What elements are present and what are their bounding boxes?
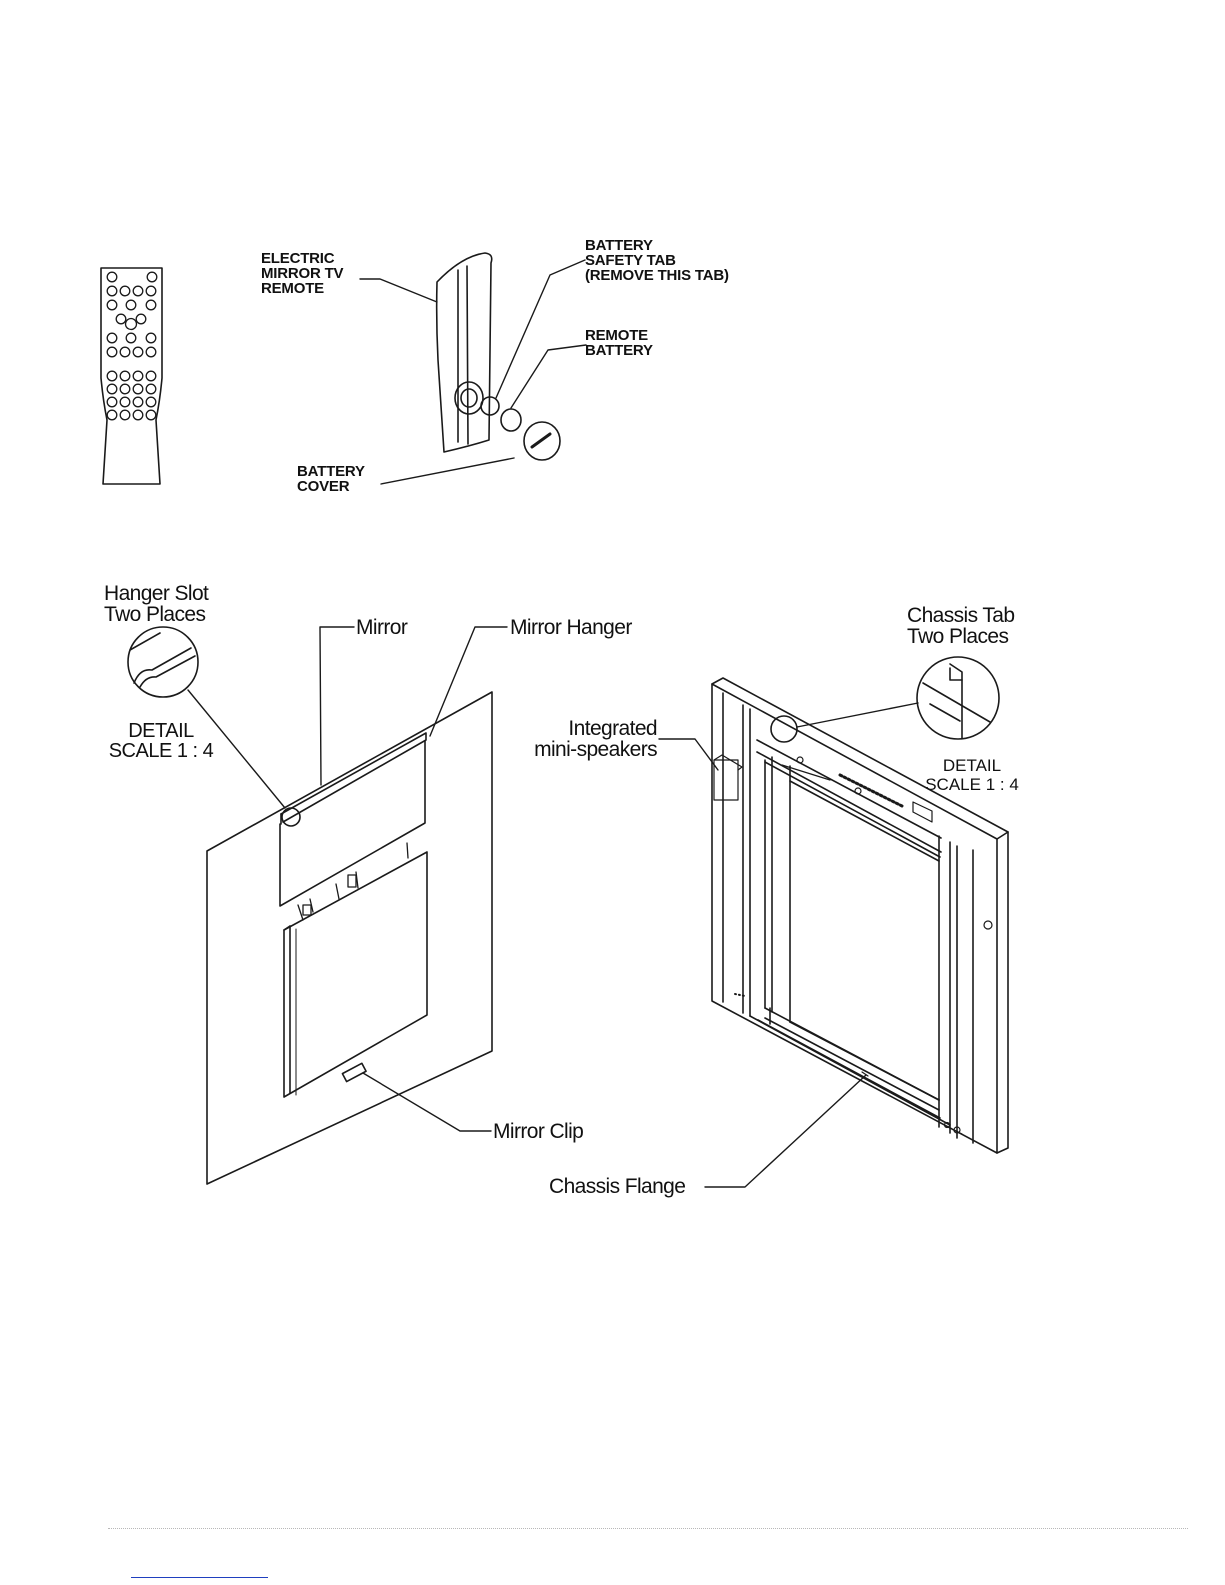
hanger-detail-scale-label: DETAIL SCALE 1 : 4 <box>104 721 218 761</box>
chassis-flange-label: Chassis Flange <box>549 1176 685 1197</box>
mirror-hanger-label: Mirror Hanger <box>510 617 632 638</box>
remote-exploded-view <box>437 253 560 460</box>
hanger-slot-detail <box>128 627 198 697</box>
footer-divider <box>108 1528 1188 1529</box>
chassis-outer <box>712 684 997 1153</box>
remote-leaders <box>360 260 586 484</box>
safety-tab-label: BATTERY SAFETY TAB (REMOVE THIS TAB) <box>585 238 729 283</box>
remote-battery-label: REMOTE BATTERY <box>585 328 653 358</box>
footer-link-underline[interactable] <box>131 1577 268 1578</box>
remote-label: ELECTRIC MIRROR TV REMOTE <box>261 251 343 296</box>
mirror-label: Mirror <box>356 617 407 638</box>
chassis-tab-detail <box>917 657 999 739</box>
remote-front-view <box>101 268 162 484</box>
hanger-bracket <box>280 741 425 906</box>
speakers-label: Integrated mini-speakers <box>519 718 657 760</box>
battery-disc <box>501 409 521 431</box>
chassis-tab-label: Chassis Tab Two Places <box>907 605 1014 647</box>
remote-buttons <box>107 272 157 420</box>
mirror-clip <box>342 1063 366 1081</box>
chassis-assembly <box>712 678 1008 1153</box>
mirror-clip-label: Mirror Clip <box>493 1121 583 1142</box>
hanger-slot-label: Hanger Slot Two Places <box>104 583 208 625</box>
mirror-hanger <box>281 733 426 822</box>
battery-cover-label: BATTERY COVER <box>297 464 365 494</box>
tv-panel <box>284 852 427 1097</box>
chassis-detail-scale-label: DETAIL SCALE 1 : 4 <box>920 757 1024 794</box>
